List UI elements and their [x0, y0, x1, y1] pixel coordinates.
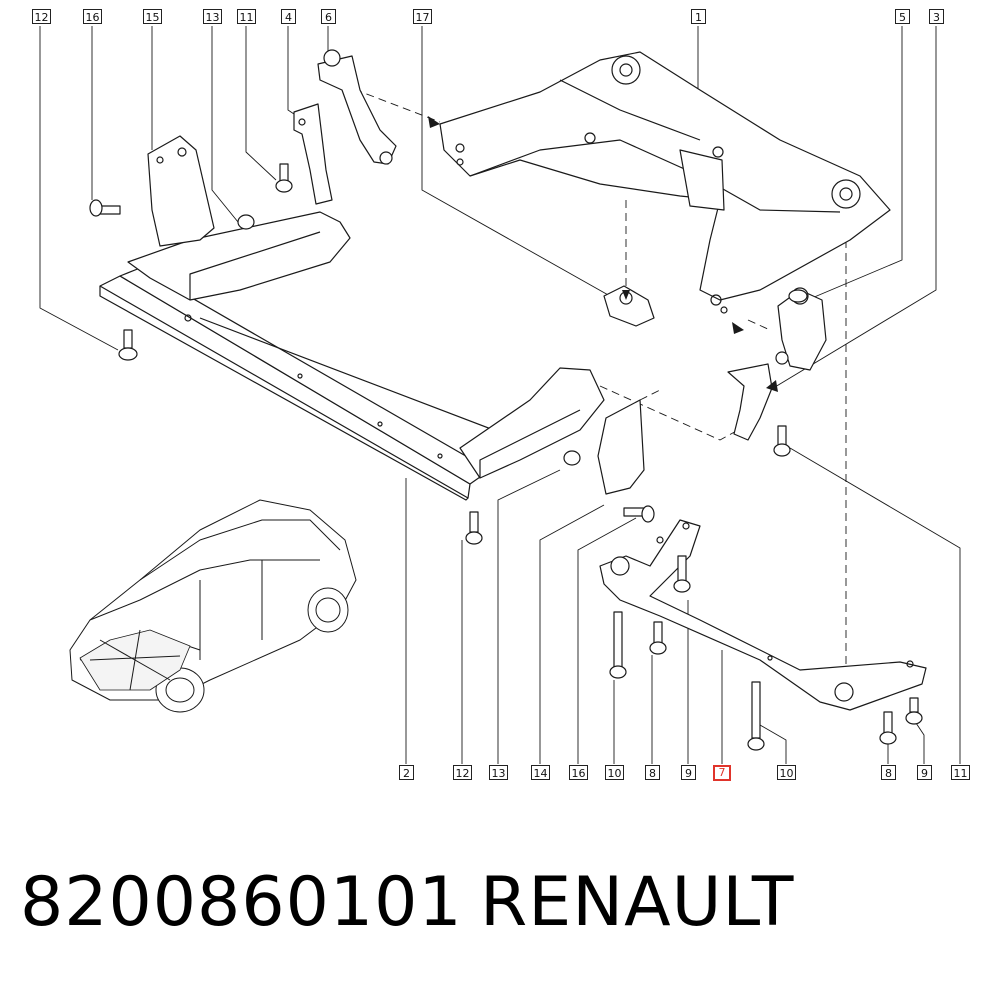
callout-11-top: 11 [237, 9, 256, 24]
torque-arm [317, 49, 397, 165]
arrows [428, 116, 778, 392]
callout-9-bot-b: 9 [917, 765, 932, 780]
shield-bracket-14 [597, 399, 645, 495]
callout-17-top: 17 [413, 9, 432, 24]
bolt-9-b [905, 697, 923, 725]
bolts [89, 163, 923, 751]
callout-16-top: 16 [83, 9, 102, 24]
bolt-11-top [275, 163, 293, 193]
callout-1-top: 1 [691, 9, 706, 24]
callout-2-bot: 2 [399, 765, 414, 780]
callout-10-bot-a: 10 [605, 765, 624, 780]
bolt-12-bot [465, 511, 483, 545]
brand-name: RENAULT [480, 863, 795, 942]
callout-4-top: 4 [281, 9, 296, 24]
leader-10-bot-b [759, 724, 787, 764]
bolt-10-b [747, 681, 765, 751]
callout-13-bot: 13 [489, 765, 508, 780]
callout-8-bot-b: 8 [881, 765, 896, 780]
bolt-5 [788, 289, 808, 303]
leader-9-bot-b [913, 719, 925, 764]
callout-5-top: 5 [895, 9, 910, 24]
nut-13-top [237, 214, 255, 230]
callout-9-bot-a: 9 [681, 765, 696, 780]
callout-10-bot-b: 10 [777, 765, 796, 780]
caption: 8200860101 RENAULT [20, 858, 980, 948]
bolt-16-bot [623, 505, 655, 523]
leader-3-top [769, 26, 937, 391]
callout-7-highlighted: 7 [713, 765, 731, 781]
callout-14-bot: 14 [531, 765, 550, 780]
bolt-16-top [89, 199, 121, 217]
bolt-11-bot [773, 425, 791, 457]
leader-12-top [39, 26, 119, 351]
leader-16-bot [577, 517, 637, 764]
leader-13-bot [497, 469, 561, 764]
cross-member [99, 211, 605, 501]
callout-15-top: 15 [143, 9, 162, 24]
callout-11-bot: 11 [951, 765, 970, 780]
callout-12-bot: 12 [453, 765, 472, 780]
callout-6-top: 6 [321, 9, 336, 24]
callout-16-bot: 16 [569, 765, 588, 780]
bracket-15 [147, 135, 215, 247]
callout-3-top: 3 [929, 9, 944, 24]
bracket-4 [293, 103, 333, 205]
leader-lines [39, 26, 961, 764]
leader-11-top [245, 26, 277, 181]
leader-14-bot [539, 504, 605, 764]
bolt-10-a [609, 611, 627, 679]
mount-bracket-3 [727, 363, 773, 441]
nut-13-bot [563, 450, 581, 466]
leader-17-top [421, 26, 611, 297]
leader-11-bot [789, 447, 961, 764]
callout-8-bot-a: 8 [645, 765, 660, 780]
bolt-12-top [118, 329, 138, 361]
leader-4-top [287, 26, 301, 119]
tie-bar-7 [599, 519, 927, 711]
leader-5-top [811, 26, 903, 299]
leader-13-top [211, 26, 239, 223]
callout-13-top: 13 [203, 9, 222, 24]
bolt-8-a [649, 621, 667, 655]
bolt-9-a [673, 555, 691, 593]
callout-12-top: 12 [32, 9, 51, 24]
part-number: 8200860101 [20, 863, 463, 942]
subframe [439, 51, 891, 314]
car-thumbnail [69, 499, 357, 713]
bolt-8-b [879, 711, 897, 745]
